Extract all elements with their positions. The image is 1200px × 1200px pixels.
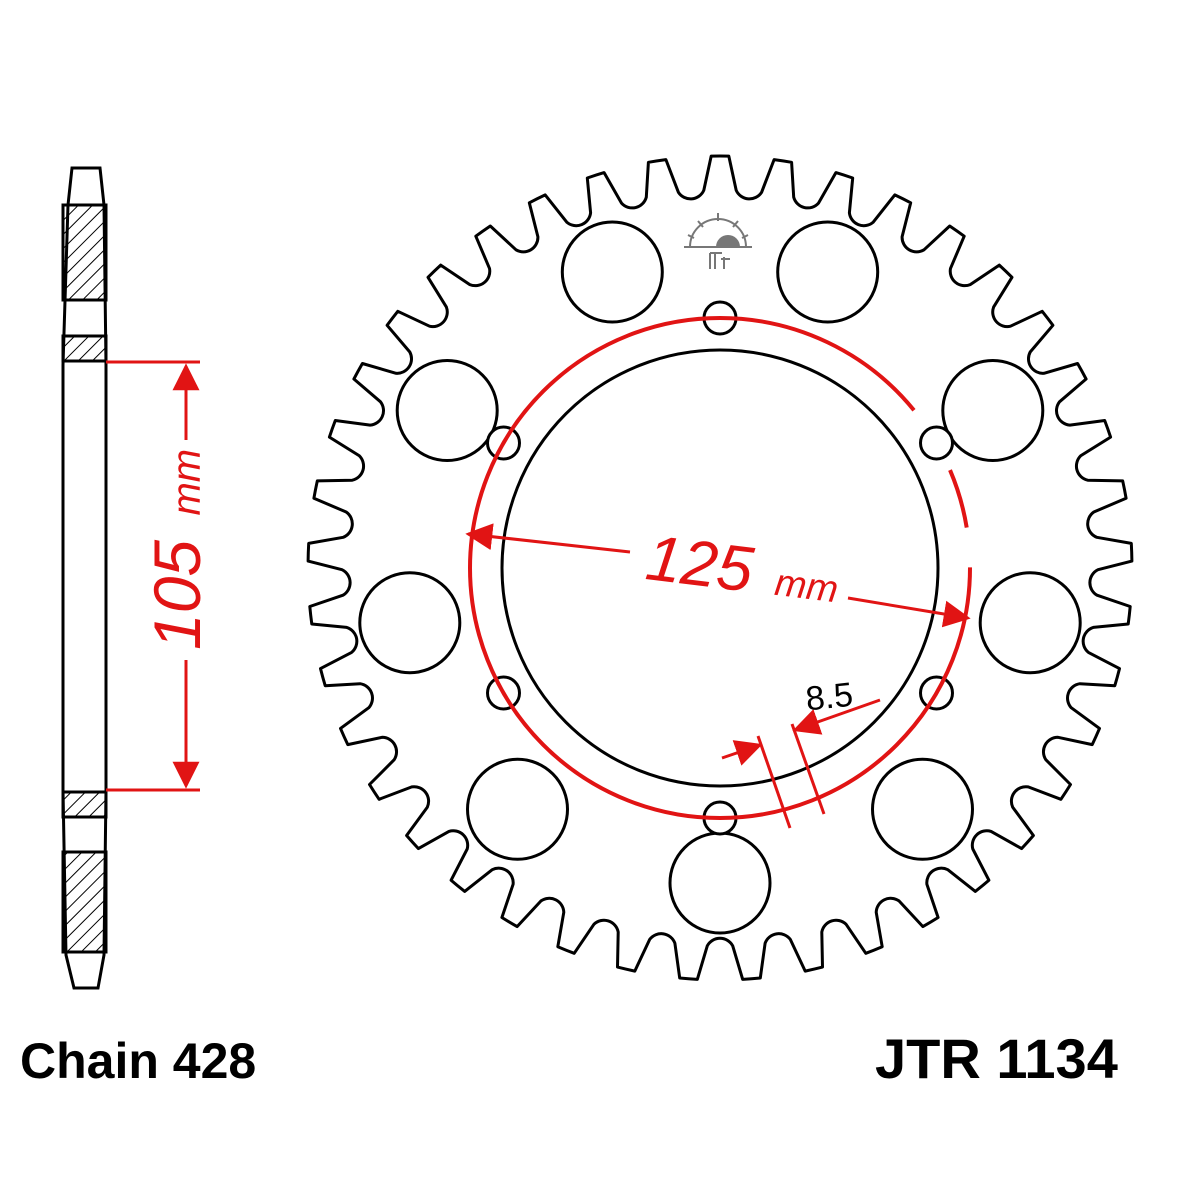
bolt-circle-line-left (465, 523, 631, 554)
profile-outline (61, 166, 108, 990)
lightening-hole (978, 571, 1082, 675)
bolt-circle-red (468, 316, 972, 820)
lightening-holes (358, 220, 1082, 935)
hatch-top-tooth (61, 203, 108, 302)
part-number: JTR 1134 (875, 1027, 1118, 1090)
lightening-hole (668, 831, 772, 935)
bolt-hole (919, 425, 954, 461)
side-profile (61, 166, 108, 990)
lightening-hole (466, 757, 569, 861)
hole-diameter-label: 8.5 (804, 676, 855, 719)
bolt-circle-dimension: 125 mm (465, 521, 971, 628)
lightening-hole (941, 359, 1045, 462)
bolt-circle-value: 125 (642, 521, 757, 606)
svg-text:105 mm: 105 mm (140, 449, 214, 650)
svg-text:125 mm: 125 mm (642, 521, 843, 616)
bolt-hole-dimension: 8.5 (721, 676, 881, 829)
hatch-top-hub (61, 334, 108, 363)
lightening-hole (560, 220, 664, 324)
hatch-bottom-tooth (61, 850, 108, 954)
lightening-hole (358, 571, 462, 675)
lightening-hole (776, 220, 880, 324)
hub-dimension: 105 mm (106, 360, 214, 792)
hole-arrow-right (792, 698, 881, 735)
lightening-hole (871, 757, 974, 861)
hole-arrow-left (721, 740, 763, 766)
hub-dimension-value: 105 (140, 540, 214, 650)
center-bore (500, 348, 940, 788)
hub-dimension-unit: mm (165, 449, 209, 516)
sprocket-tooth-outline (306, 154, 1134, 981)
hatch-bottom-hub (61, 790, 108, 819)
manufacturer-logo-icon (684, 213, 752, 269)
hole-extension-2 (790, 723, 826, 815)
chain-label: Chain 428 (20, 1033, 256, 1089)
sprocket-face (306, 154, 1134, 981)
lightening-hole (395, 359, 499, 462)
bolt-circle-unit: mm (772, 562, 840, 611)
hole-extension-1 (756, 735, 792, 829)
bolt-circle-line-right (847, 596, 971, 628)
